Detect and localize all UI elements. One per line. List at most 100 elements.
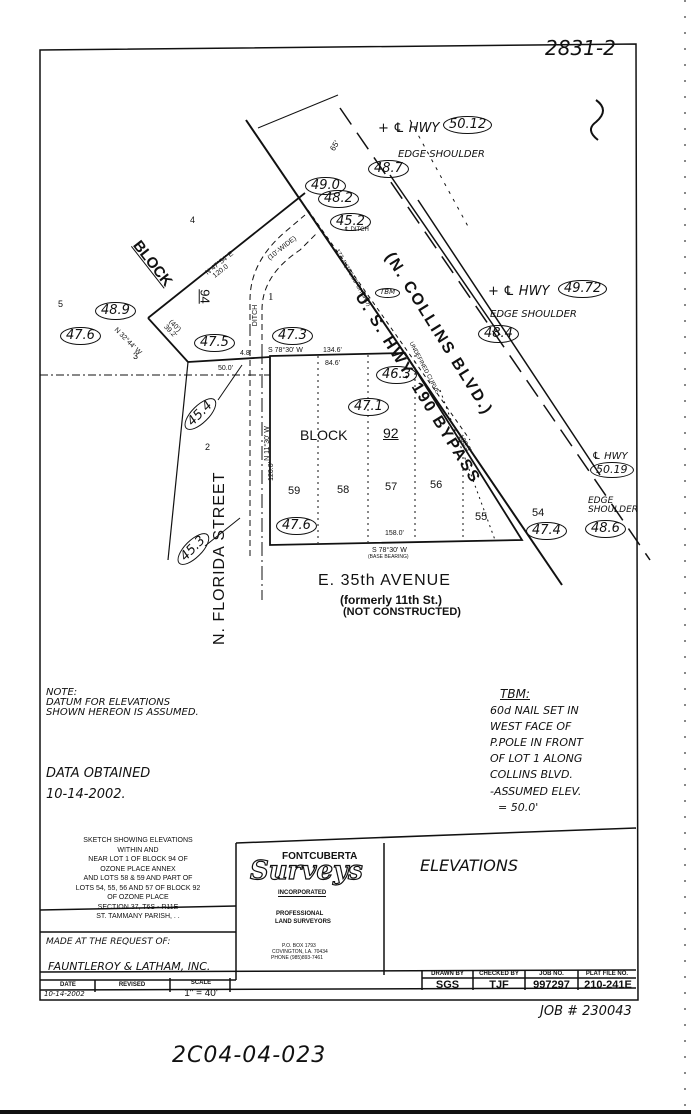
lot-56: 56 [430,479,443,491]
elevation-46-3: 46.3 [376,366,417,385]
bottom-bearing: S 78°30' W [372,547,407,554]
east-edge-line [409,119,471,231]
tbm-line: P.POLE IN FRONT [490,736,584,749]
checked-by-label: CHECKED BY [479,971,519,977]
lot-58: 58 [337,484,350,496]
width-dimension [257,94,339,129]
lot-1-label: 1 [268,291,274,303]
scale-value: 1" = 40' [184,988,218,999]
elevation-edge-3: 48.6 [585,520,626,539]
company-address: P.O. BOX 1793 [282,943,316,949]
edge-shoulder-line-1 [389,174,501,336]
tbm-line: COLLINS BLVD. [490,768,573,781]
bottom-distance: 158.0' [385,530,404,537]
description-line: SECTION 37, T6S - R11E [97,903,179,911]
elevation-47-6-west: 47.6 [60,327,101,346]
job-no-value: 997297 [533,979,570,991]
description-line: SKETCH SHOWING ELEVATIONS [83,837,193,844]
distance-4-8: 4.8' [240,350,252,357]
sheet-border [39,43,639,1001]
side-bearing: N 11°30' W [263,426,271,461]
block-94-number: 94 [197,289,213,304]
side-distance: 120.0' [267,462,275,481]
block-92-parcel [269,352,524,546]
edge-shoulder-label-2: EDGE SHOULDER [490,309,577,320]
elevation-cl-hwy-3: 50.19 [590,462,634,479]
drawn-by-label: DRAWN BY [431,971,464,977]
elevation-48-9: 48.9 [95,302,136,321]
data-obtained-date: 10-14-2002. [46,787,126,802]
company-land-surveyors: LAND SURVEYORS [275,919,331,925]
sketch-description: SKETCH SHOWING ELEVATIONS WITHIN AND NEA… [42,836,234,922]
tbm-line: -ASSUMED ELEV. [490,785,582,798]
description-line: WITHIN AND [117,846,159,854]
description-line: OF OZONE PLACE [107,894,169,901]
elevation-47-6: 47.6 [276,517,317,536]
plat-file-value: 210-241E [584,979,632,991]
company-phone: PHONE (985)893-7461 [271,955,323,961]
tbm-line: OF LOT 1 ALONG [490,752,583,765]
description-line: OZONE PLACE ANNEX [100,865,176,873]
edge-shoulder-label-3: EDGE SHOULDER [588,496,639,515]
elevation-47-5: 47.5 [194,334,235,353]
elevation-47-3: 47.3 [272,327,313,346]
elevation-edge-1: 48.7 [368,160,409,179]
florida-street-label: N. FLORIDA STREET [211,471,228,645]
cl-hwy-label-2: + ℄ HWY [488,284,550,299]
company-name-top: FONTCUBERTA [282,851,358,862]
lot2-west-line [167,361,189,561]
company-logo: Surveys [249,856,363,886]
distance-84-6: 84.6' [325,360,340,367]
avenue-status: (NOT CONSTRUCTED) [343,606,461,618]
checked-by-value: TJF [489,979,509,991]
revised-label: REVISED [118,982,146,988]
description-line: AND LOTS 58 & 59 AND PART OF [83,875,193,882]
plat-file-label: PLAT FILE NO. [585,971,629,977]
edge-shoulder-label-1: EDGE SHOULDER [398,149,485,160]
sheet-title: ELEVATIONS [420,856,518,875]
lot-59: 59 [288,485,301,497]
note-title: NOTE: [46,687,78,698]
client-name: FAUNTLEROY & LATHAM, INC. [48,960,211,973]
avenue-label: E. 35th AVENUE [318,572,451,589]
sheet-reference: 2831-2 [545,36,616,60]
lot-4-label: 4 [190,215,196,225]
date-value: 10-14-2002 [44,990,85,998]
ditch-centerline [307,209,471,441]
ditch-cl-label: ℄ DITCH [345,227,369,233]
title-block-top [235,827,637,844]
drawn-by-value: SGS [435,979,460,991]
company-professional: PROFESSIONAL [276,911,324,917]
lot-3-label: 3 [133,351,139,361]
data-obtained-label: DATA OBTAINED [46,766,151,781]
top-distance: 134.6' [323,347,342,354]
footer-reference: 2C04-04-023 [172,1043,327,1068]
tbm-line: 60d NAIL SET IN [490,704,579,717]
date-label: DATE [60,982,76,988]
note-line-2: SHOWN HEREON IS ASSUMED. [46,707,199,718]
elevation-47-1: 47.1 [348,398,389,417]
description-line: ST. TAMMANY PARISH, . . [96,913,180,920]
lot-55: 55 [475,511,488,523]
note-line-1: DATUM FOR ELEVATIONS [46,697,171,708]
ditch-line-1 [249,214,306,330]
company-city: COVINGTON, LA. 70434 [272,949,328,955]
description-line: NEAR LOT 1 OF BLOCK 94 OF [88,856,188,863]
lot-2-label: 2 [205,442,211,452]
description-line: LOTS 54, 55, 56 AND 57 OF BLOCK 92 [75,884,201,892]
tbm-marker: TBM [375,288,401,298]
distance-50: 50.0' [218,365,233,372]
tbm-line: WEST FACE OF [490,720,572,733]
cl-hwy-label-3: ℄ HWY [592,451,628,462]
top-bearing: S 78°30' W [268,347,303,354]
job-no-label: JOB NO. [539,971,564,977]
north-arrow [590,99,604,141]
tbm-line: = 50.0' [498,801,539,814]
elevation-48-2: 48.2 [318,190,359,209]
block-94-west-line [147,317,189,363]
company-incorporated: INCORPORATED [278,890,327,897]
base-bearing-label: (BASE BEARING) [368,554,409,560]
ditch-label: DITCH [252,304,260,327]
lot-54: 54 [532,507,545,519]
